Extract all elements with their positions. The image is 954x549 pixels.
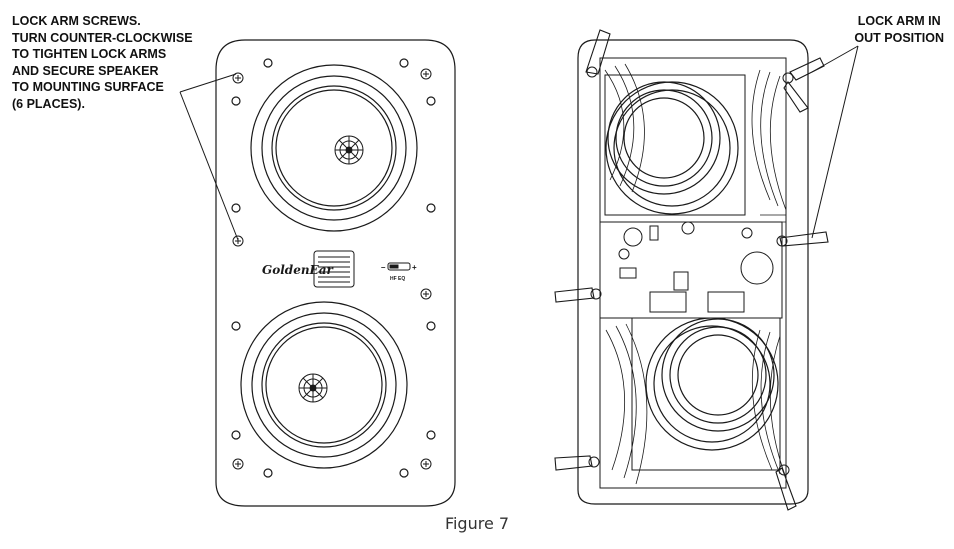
rear-frame bbox=[577, 39, 809, 505]
lock-arm-screw-icons bbox=[232, 68, 432, 470]
rear-lock-screws bbox=[586, 66, 794, 476]
switch-minus: – bbox=[381, 263, 386, 272]
lock-arms bbox=[554, 29, 829, 511]
hf-eq-switch bbox=[387, 262, 411, 271]
front-speaker-view bbox=[215, 39, 456, 507]
right-leader-lines bbox=[811, 45, 859, 239]
left-leader-lines bbox=[179, 73, 239, 241]
lower-woofer bbox=[240, 301, 408, 469]
front-bezel bbox=[215, 39, 456, 507]
lock-arm-out-callout: LOCK ARM IN OUT POSITION bbox=[854, 14, 944, 45]
figure-caption: Figure 7 bbox=[444, 514, 510, 533]
rear-basket-ribs bbox=[604, 63, 787, 485]
rear-speaker-view bbox=[554, 29, 829, 511]
lower-rear-driver bbox=[631, 317, 781, 471]
brand-logo: GoldenEar bbox=[262, 263, 334, 277]
switch-label: HF EQ bbox=[390, 276, 405, 282]
lower-tweeter bbox=[298, 373, 328, 403]
upper-rear-driver bbox=[604, 74, 746, 216]
upper-tweeter bbox=[334, 135, 364, 165]
upper-woofer bbox=[250, 64, 418, 232]
mounting-holes bbox=[231, 58, 436, 478]
center-badge bbox=[313, 250, 355, 288]
switch-plus: + bbox=[412, 263, 417, 272]
lock-arm-screws-callout: LOCK ARM SCREWS. TURN COUNTER-CLOCKWISE … bbox=[12, 14, 193, 111]
crossover-plate bbox=[599, 221, 783, 319]
